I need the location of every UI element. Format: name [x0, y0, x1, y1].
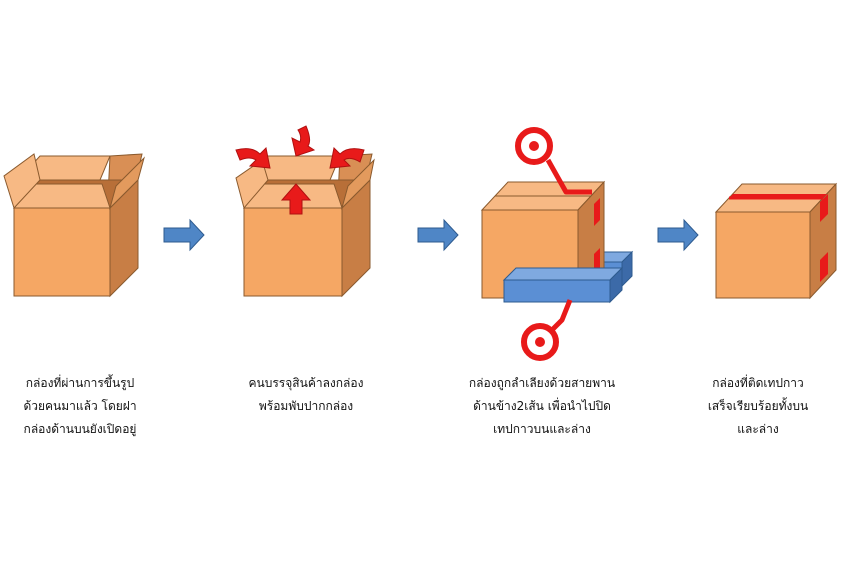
- flow-arrow-icon: [163, 218, 205, 252]
- caption-line: กล่องที่ผ่านการขึ้นรูป: [25, 376, 135, 390]
- tape-machine: [480, 158, 634, 336]
- open-box: [3, 153, 145, 298]
- caption-line: กล่องด้านบนยังเปิดอยู่: [23, 422, 137, 436]
- taped-box: [714, 182, 838, 300]
- fill-and-fold-box: [235, 153, 375, 298]
- caption-line: กล่องถูกลำเลียงด้วยสายพาน: [468, 376, 616, 390]
- fold-arrow-icon: [235, 125, 365, 215]
- step-3-caption: กล่องถูกลำเลียงด้วยสายพาน ด้านข้าง2เส้น …: [442, 372, 642, 441]
- caption-line: พร้อมพับปากกล่อง: [258, 399, 354, 413]
- caption-line: คนบรรจุสินค้าลงกล่อง: [248, 376, 364, 390]
- flow-arrow-icon: [417, 218, 459, 252]
- step-1-caption: กล่องที่ผ่านการขึ้นรูป ด้วยคนมาแล้ว โดยฝ…: [0, 372, 180, 441]
- tape-roll-icon: [521, 323, 559, 361]
- flow-arrow-icon: [657, 218, 699, 252]
- step-4-caption: กล่องที่ติดเทปกาว เสร็จเรียบร้อยทั้งบน แ…: [658, 372, 848, 441]
- caption-line: เทปกาวบนและล่าง: [493, 422, 591, 436]
- caption-line: ด้านข้าง2เส้น เพื่อนำไปปิด: [473, 399, 611, 413]
- step-2-caption: คนบรรจุสินค้าลงกล่อง พร้อมพับปากกล่อง: [206, 372, 406, 418]
- caption-line: และล่าง: [737, 422, 779, 436]
- caption-line: ด้วยคนมาแล้ว โดยฝา: [23, 399, 137, 413]
- caption-line: เสร็จเรียบร้อยทั้งบน: [707, 399, 809, 413]
- caption-line: กล่องที่ติดเทปกาว: [712, 376, 804, 390]
- tape-roll-icon: [515, 127, 553, 165]
